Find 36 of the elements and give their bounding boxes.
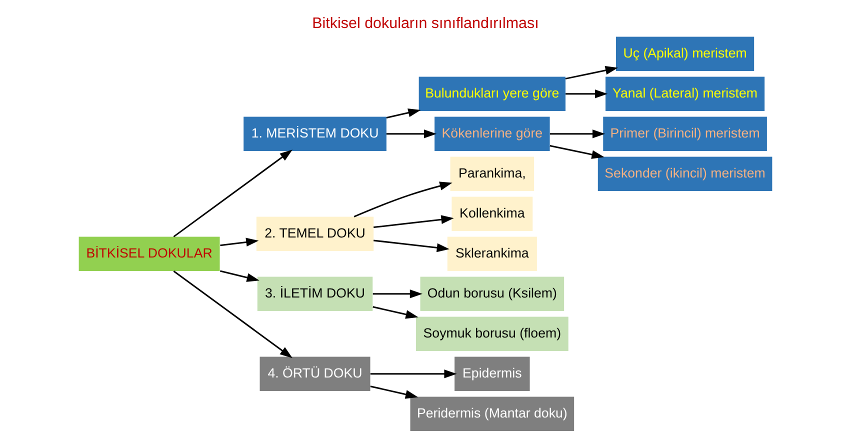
arrow: [550, 145, 604, 159]
arrow: [173, 270, 292, 358]
node-box: Bulundukları yere göre: [418, 76, 566, 112]
arrow: [370, 386, 418, 399]
arrow: [173, 150, 292, 238]
node-box: 3. İLETİM DOKU: [257, 276, 373, 312]
diagram-title: Bitkisel dokuların sınıflandırılması: [312, 14, 539, 32]
node-box: Kökenlerine göre: [434, 116, 550, 152]
arrow: [386, 129, 437, 138]
node-box: Parankima,: [450, 156, 534, 192]
node-box: Soymuk borusu (floem): [416, 316, 568, 352]
arrow: [370, 369, 457, 378]
node-box: BİTKİSEL DOKULAR: [78, 236, 220, 272]
node-box: Kollenkima: [452, 196, 533, 232]
arrow: [386, 108, 421, 119]
node-box: 1. MERİSTEM DOKU: [244, 116, 386, 152]
arrow: [372, 306, 418, 319]
arrow: [354, 182, 452, 218]
node-box: Sekonder (ikincil) meristem: [598, 156, 772, 192]
arrow: [550, 129, 606, 138]
arrow: [374, 215, 454, 228]
node-box: Odun borusu (Ksilem): [420, 276, 564, 312]
node-box: 4. ÖRTÜ DOKU: [260, 356, 370, 392]
node-box: Sklerankima: [447, 236, 537, 272]
node-box: Yanal (Lateral) meristem: [606, 76, 765, 112]
node-box: Epidermis: [454, 356, 530, 392]
arrow: [220, 270, 260, 282]
node-box: 2. TEMEL DOKU: [256, 216, 374, 252]
arrow: [372, 289, 422, 298]
node-box: Uç (Apikal) meristem: [616, 36, 754, 72]
node-box: Primer (Birincil) meristem: [603, 116, 767, 152]
arrow: [565, 66, 618, 80]
arrow: [220, 238, 259, 247]
node-box: Peridermis (Mantar doku): [410, 396, 574, 432]
arrow: [566, 89, 608, 98]
arrow: [374, 240, 450, 252]
